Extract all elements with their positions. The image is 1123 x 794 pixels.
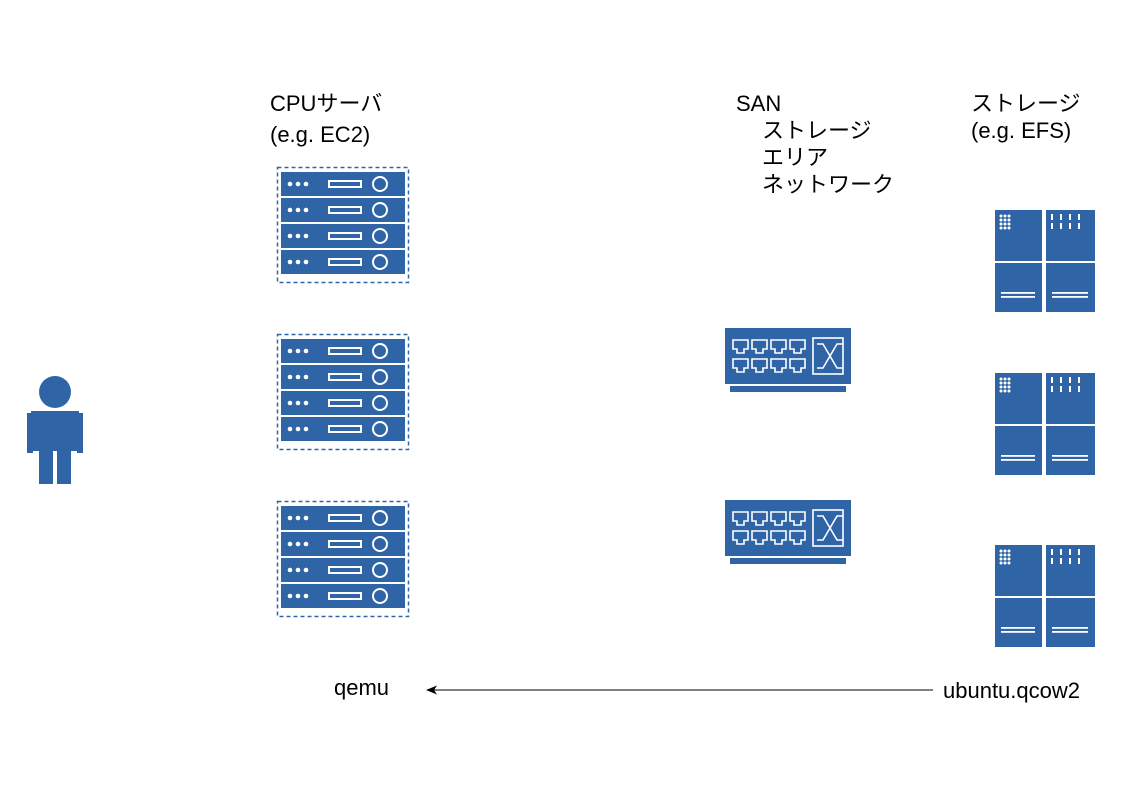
cpu-server-title: CPUサーバ <box>270 91 383 116</box>
qemu-label: qemu <box>334 675 390 700</box>
cpu-server-2 <box>276 333 410 451</box>
flow-arrow <box>420 682 935 698</box>
cpu-server-1 <box>276 166 410 284</box>
san-desc-area: エリア <box>762 145 829 170</box>
san-desc-storage: ストレージ <box>762 118 872 143</box>
network-switch-icon <box>725 328 851 394</box>
cpu-server-example: (e.g. EC2) <box>270 122 371 147</box>
qcow2-label: ubuntu.qcow2 <box>943 678 1080 703</box>
cpu-server-3 <box>276 500 410 618</box>
storage-array-icon <box>993 371 1097 477</box>
storage-example: (e.g. EFS) <box>971 118 1072 143</box>
san-title: SAN <box>736 91 782 116</box>
storage-array-icon <box>993 208 1097 314</box>
network-switch-icon <box>725 500 851 566</box>
user-icon <box>27 376 83 484</box>
san-desc-network: ネットワーク <box>762 172 895 197</box>
storage-array-icon <box>993 543 1097 649</box>
storage-title: ストレージ <box>971 91 1081 116</box>
